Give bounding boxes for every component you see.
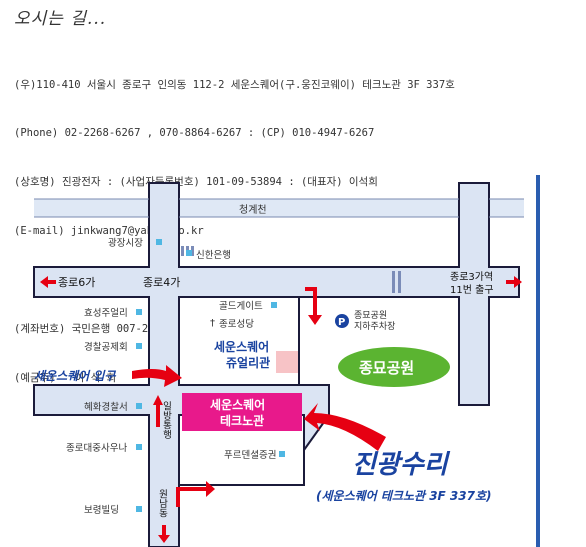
label-jongro3-line1: 종로3가역 [450, 271, 493, 283]
label-jongro-church: 종로성당 [219, 319, 254, 330]
label-parking-line2: 지하주차장 [354, 320, 395, 332]
label-wonnamdong: 원남동 [157, 489, 168, 518]
label-seun-jewelry-line2: 쥬얼리관 [226, 355, 270, 370]
marker-gold-gate [271, 302, 277, 308]
label-techno-line2: 테크노관 [220, 413, 264, 428]
info-holder: (예금주) 이 석 희 [14, 371, 117, 384]
road-network [33, 182, 520, 547]
jewelry-building [276, 351, 298, 373]
location-map: 청계천 광장시장 신한은행 종로6가 종로4가 종로3가역 11번 출구 효성주… [33, 175, 540, 547]
label-daejung: 종로대중사우나 [66, 443, 127, 454]
label-hyehwa-police: 혜화경찰서 [84, 401, 128, 413]
jongmyo-park [338, 347, 450, 387]
arrow-wonnamdong-down [158, 525, 170, 543]
info-phone: (Phone) 02-2268-6267 , 070-8864-6267 : (… [14, 127, 375, 140]
label-prudential: 푸르덴셜증권 [224, 449, 276, 461]
marker-hyoseong [136, 309, 142, 315]
church-icon: † [210, 318, 215, 329]
cheonggyecheon-band [34, 199, 524, 217]
marker-shinhan [186, 250, 192, 256]
techno-building [182, 393, 302, 431]
marker-hyehwa-police [136, 403, 142, 409]
arrow-oneway-top [305, 287, 322, 325]
label-hyoseong: 효성주얼리 [84, 308, 128, 319]
marker-jangsi [156, 239, 162, 245]
label-shop-address: (세운스퀘어 테크노관 3F 337호) [316, 489, 492, 503]
label-jongro4: 종로4가 [143, 276, 180, 289]
label-parking-line1: 종묘공원 [354, 310, 387, 321]
label-entrance: 세운스퀘어 입구 [34, 369, 116, 383]
label-jongro6: 종로6가 [58, 276, 95, 289]
marker-borim [136, 506, 142, 512]
label-jangsi: 광장시장 [108, 237, 143, 249]
label-jongmyo-park: 종묘공원 [359, 359, 414, 377]
arrow-jongro3 [506, 276, 522, 288]
label-shinhan: 신한은행 [196, 249, 231, 261]
parking-icon [335, 314, 349, 328]
arrow-oneway-up [153, 395, 163, 427]
info-company: (상호명) 진광전자 : (사업자등록번호) 101-09-53894 : (대… [14, 176, 378, 189]
label-borim: 보령빌딩 [84, 504, 119, 516]
arrow-shop [304, 403, 386, 451]
label-techno-line1: 세운스퀘어 [210, 397, 265, 412]
label-oneway: 일방통행 [161, 401, 172, 439]
label-police: 경찰공제회 [84, 341, 128, 353]
label-gold-gate: 골드게이트 [219, 301, 263, 312]
arrow-turn-lower [176, 481, 215, 507]
arrow-entrance [132, 365, 182, 387]
label-cheonggyecheon: 청계천 [239, 204, 267, 216]
marker-prudential [279, 451, 285, 457]
marker-police [136, 343, 142, 349]
svg-text:P: P [338, 317, 345, 328]
info-address: (우)110-410 서울시 종로구 인의동 112-2 세운스퀘어(구.웅진코… [14, 78, 455, 91]
marker-daejung [136, 444, 142, 450]
label-seun-jewelry-line1: 세운스퀘어 [214, 339, 269, 354]
label-jongro3-line2: 11번 출구 [450, 284, 494, 296]
label-shop-name: 진광수리 [352, 450, 451, 480]
arrow-jongro6 [40, 276, 56, 288]
map-side-bar [536, 175, 540, 547]
page-title: 오시는 길... [14, 9, 107, 29]
